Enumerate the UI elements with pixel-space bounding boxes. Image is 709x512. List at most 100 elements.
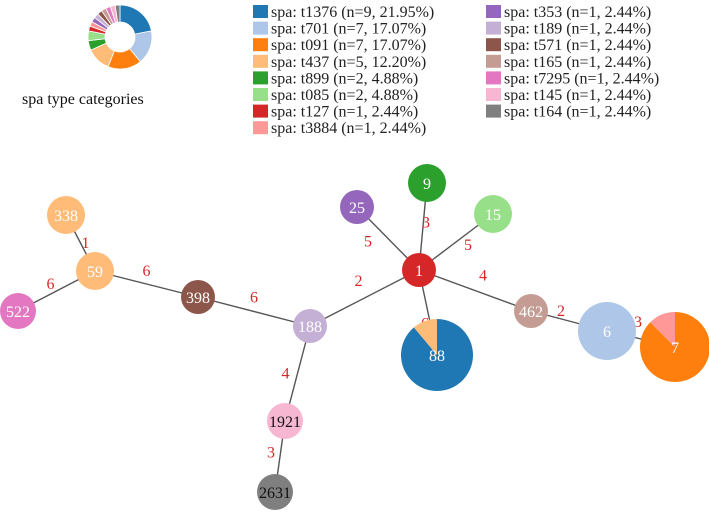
legend-swatch-t165 [486,54,501,68]
node-462[interactable]: 462 [514,294,548,328]
legend-label-t165: spa: t165 (n=1, 2.44%) [504,54,651,71]
node-462-circle [514,294,548,328]
node-7-slice-1 [650,312,675,347]
edge-label-1-9: 3 [422,215,430,232]
node-188[interactable]: 188 [293,309,327,343]
edge-label-1-25: 5 [364,234,372,251]
edge-label-1921-2631: 3 [267,445,275,462]
legend-swatch-t437 [253,54,268,68]
node-338-circle [47,196,85,234]
donut-slice-t1376 [119,4,152,35]
node-6[interactable]: 6 [578,302,636,360]
node-522-circle [0,293,36,329]
node-1-label: 1 [415,263,423,280]
legend-swatch-t3884 [253,121,268,135]
legend-label-t085: spa: t085 (n=2, 4.88%) [271,87,418,104]
legend-swatch-t145 [486,88,501,101]
legend-label-t145: spa: t145 (n=1, 2.44%) [504,87,651,104]
node-1-circle [402,253,436,287]
legend-swatch-t189 [486,21,501,35]
legend-swatch-t085 [253,88,268,101]
node-59-circle [76,252,114,290]
edge-label-188-398: 6 [250,290,258,307]
edge-188-398 [197,296,311,327]
node-6-label: 6 [603,324,611,341]
node-338-label: 338 [54,208,78,225]
node-522[interactable]: 522 [0,293,36,329]
spa-legend: spa: t1376 (n=9, 21.95%)spa: t701 (n=7, … [253,4,659,137]
edge-label-59-338: 1 [82,235,90,252]
node-188-label: 188 [298,319,322,336]
node-398-label: 398 [186,290,210,307]
legend-swatch-t164 [486,104,501,118]
legend-label-t7295: spa: t7295 (n=1, 2.44%) [504,70,659,87]
node-9-label: 9 [423,176,431,193]
node-88-label: 88 [429,348,445,365]
legend-swatch-t571 [486,38,501,52]
legend-swatch-t091 [253,38,268,52]
node-7-label: 7 [671,340,679,357]
legend-label-t127: spa: t127 (n=1, 2.44%) [271,104,418,121]
node-7-slice-0 [640,312,709,382]
node-25[interactable]: 25 [340,190,374,224]
node-15-circle [474,195,512,233]
spa-category-donut [87,4,153,70]
legend-label-t3884: spa: t3884 (n=1, 2.44%) [271,120,426,137]
legend-swatch-t899 [253,71,268,85]
legend-label-t164: spa: t164 (n=1, 2.44%) [504,104,651,121]
edge-label-1-188: 2 [355,273,363,290]
edge-1-462 [418,269,532,312]
node-9-circle [408,164,446,202]
edge-label-layer: 3 5 5 6 2 4 6 6 1 6 4 3 2 3 [47,215,643,462]
node-398-circle [181,280,215,314]
node-59-label: 59 [87,264,103,281]
node-2631[interactable]: 2631 [257,474,293,510]
node-522-label: 522 [6,304,30,321]
edge-label-398-59: 6 [143,263,151,280]
node-59[interactable]: 59 [76,252,114,290]
edge-layer [17,182,676,493]
node-2631-label: 2631 [259,485,291,502]
node-15-label: 15 [485,207,501,224]
node-1921-circle [267,403,303,439]
node-25-label: 25 [349,200,365,217]
legend-swatch-t701 [253,21,268,35]
legend-label-t437: spa: t437 (n=5, 12.20%) [271,54,426,71]
legend-label-t091: spa: t091 (n=7, 17.07%) [271,37,426,54]
node-88-slice-1 [413,319,437,355]
edge-label-1-462: 4 [479,268,487,285]
edge-label-1-15: 5 [464,237,472,254]
node-1921[interactable]: 1921 [267,403,303,439]
edge-label-462-6: 2 [557,303,565,320]
node-15[interactable]: 15 [474,195,512,233]
node-1[interactable]: 1 [402,253,436,287]
legend-swatch-t353 [486,5,501,18]
node-2631-circle [257,474,293,510]
node-88[interactable]: 88 [401,319,473,392]
edge-1-188 [309,269,420,327]
legend-label-t189: spa: t189 (n=1, 2.44%) [504,21,651,38]
legend-swatch-t127 [253,104,268,118]
legend-swatch-t7295 [486,71,501,85]
legend-label-t571: spa: t571 (n=1, 2.44%) [504,37,651,54]
edge-label-59-522: 6 [47,276,55,293]
donut-label: spa type categories [22,91,144,108]
node-398[interactable]: 398 [181,280,215,314]
node-1921-label: 1921 [269,414,301,431]
node-338[interactable]: 338 [47,196,85,234]
legend-label-t701: spa: t701 (n=7, 17.07%) [271,21,426,38]
node-462-label: 462 [519,304,543,321]
node-188-circle [293,309,327,343]
edge-label-6-7: 3 [634,314,642,331]
legend-label-t899: spa: t899 (n=2, 4.88%) [271,70,418,87]
legend-label-t353: spa: t353 (n=1, 2.44%) [504,4,651,21]
node-6-circle [578,302,636,360]
legend-swatch-t1376 [253,5,268,18]
node-9[interactable]: 9 [408,164,446,202]
edge-label-188-1921: 4 [282,366,290,383]
donut-slice-t164 [114,4,121,23]
legend-label-t1376: spa: t1376 (n=9, 21.95%) [271,4,434,21]
node-7[interactable]: 7 [640,312,709,382]
